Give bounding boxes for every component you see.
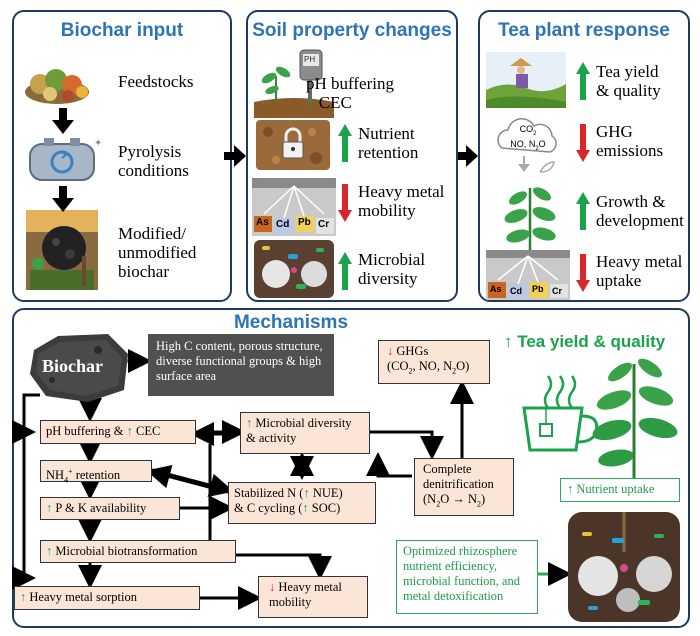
- heavy-metal-sorption-box: ↑ Heavy metal sorption: [14, 586, 200, 610]
- nh4-retention-box: NH4+ retention: [40, 460, 152, 485]
- nutrient-uptake-box: ↑ Nutrient uptake: [560, 478, 680, 502]
- rhizosphere-box: Optimized rhizosphere nutrient efficienc…: [396, 540, 538, 614]
- up-arrow-icon: ↑: [46, 501, 53, 515]
- down-arrow-icon: [52, 108, 74, 134]
- down-arrow-icon: ↓: [387, 344, 394, 358]
- soil-metal-as: As: [256, 217, 269, 228]
- uptake-metal-cr: Cr: [552, 286, 563, 296]
- up-arrow-icon: ↑: [306, 93, 315, 112]
- biochar-photo-icon: [26, 210, 98, 290]
- up-arrow-icon: [576, 192, 590, 230]
- up-arrow-icon: [576, 62, 590, 100]
- biochar-input-panel: Biochar input Feedstocks ✦ Pyrolysis con…: [12, 10, 232, 302]
- heavy-metal-mobility-box: ↓ Heavy metal mobility: [258, 576, 368, 618]
- stabilized-n-box: Stabilized N (↑ NUE) & C cycling (↑ SOC): [228, 482, 376, 524]
- uptake-metal-cd: Cd: [510, 286, 522, 296]
- ghg-emissions-label: GHG emissions: [596, 122, 664, 160]
- up-arrow-icon: [338, 124, 352, 162]
- svg-text:✦: ✦: [94, 138, 102, 149]
- pk-availability-box: ↑ P & K availability: [40, 497, 180, 520]
- up-arrow-icon: ↑: [126, 424, 133, 438]
- tea-picker-icon: [486, 52, 566, 108]
- feedstocks-icon: [25, 69, 89, 104]
- biochar-label: Biochar: [42, 356, 103, 376]
- ph-buffering-label: pH buffering ↑ CEC: [306, 74, 394, 112]
- microbial-biotransformation-box: ↑ Microbial biotransformation: [40, 540, 236, 563]
- pyrolysis-reactor-icon: ✦: [29, 138, 102, 181]
- down-arrow-icon: [576, 254, 590, 292]
- tea-plant-response-panel: Tea plant response Tea yield & quality C…: [478, 10, 690, 302]
- biochar-type-label: Modified/ unmodified biochar: [118, 224, 197, 281]
- heavy-metal-uptake-label: Heavy metal uptake: [596, 252, 683, 290]
- tea-yield-quality-heading: ↑ Tea yield & quality: [504, 332, 666, 351]
- right-arrow-icon: [456, 145, 478, 167]
- right-arrow-icon: [224, 145, 246, 167]
- soil-property-title: Soil property changes: [252, 20, 452, 41]
- heavy-metal-soil-icon: [252, 178, 336, 236]
- uptake-metal-as: As: [490, 284, 502, 294]
- tea-plant-growth-icon: [504, 187, 556, 254]
- up-arrow-icon: ↑: [246, 416, 253, 430]
- mechanisms-title: Mechanisms: [233, 312, 349, 333]
- heavy-metal-mobility-label: Heavy metal mobility: [358, 182, 445, 220]
- feedstocks-label: Feedstocks: [118, 72, 194, 91]
- microbial-soil-icon: [254, 240, 334, 298]
- down-arrow-icon: ↓: [269, 580, 276, 594]
- microbial-diversity-label: Microbial diversity: [358, 250, 426, 288]
- heavy-metal-uptake-icon: [486, 250, 570, 300]
- up-arrow-icon: ↑: [302, 501, 309, 515]
- tea-cup-icon: [522, 375, 599, 452]
- down-arrow-icon: [576, 124, 590, 162]
- biochar-input-title: Biochar input: [60, 20, 184, 41]
- ghg-cloud-icon: [497, 118, 557, 173]
- complete-denitrification-box: Complete denitrification (N2O → N2): [414, 458, 514, 516]
- soil-property-panel: Soil property changes PH pH buffering ↑ …: [246, 10, 458, 302]
- ghg-cloud-gases: CO2 NO, N2O: [510, 124, 546, 152]
- soil-metal-cr: Cr: [318, 219, 330, 230]
- uptake-metal-pb: Pb: [532, 284, 544, 294]
- up-arrow-icon: ↑: [20, 590, 27, 604]
- soil-metal-pb: Pb: [298, 217, 311, 228]
- biochar-properties-box: High C content, porous structure, divers…: [148, 334, 334, 396]
- lock-soil-icon: [256, 120, 330, 170]
- up-arrow-icon: [338, 252, 352, 290]
- ghgs-box: ↓ GHGs (CO2, NO, N2O): [378, 340, 490, 384]
- tea-plant-response-title: Tea plant response: [498, 20, 670, 41]
- growth-development-label: Growth & development: [596, 192, 684, 230]
- nutrient-retention-label: Nutrient retention: [358, 124, 419, 162]
- microbial-diversity-box: ↑ Microbial diversity & activity: [240, 412, 370, 454]
- tea-yield-label: Tea yield & quality: [596, 62, 661, 100]
- ph-meter-label: PH: [304, 55, 316, 64]
- rhizosphere-soil-icon: [568, 512, 680, 622]
- tea-sprig-icon: [592, 358, 678, 484]
- biochar-lump-icon: [30, 334, 128, 402]
- soil-metal-cd: Cd: [276, 219, 290, 230]
- up-arrow-icon: ↑: [303, 486, 310, 500]
- pyrolysis-label: Pyrolysis conditions: [118, 142, 189, 180]
- down-arrow-icon: [338, 184, 352, 222]
- ph-buffering-box: pH buffering & ↑ CEC: [40, 420, 196, 444]
- ph-meter-icon: [254, 49, 334, 118]
- down-arrow-icon: [52, 186, 74, 212]
- up-arrow-icon: ↑: [46, 544, 53, 558]
